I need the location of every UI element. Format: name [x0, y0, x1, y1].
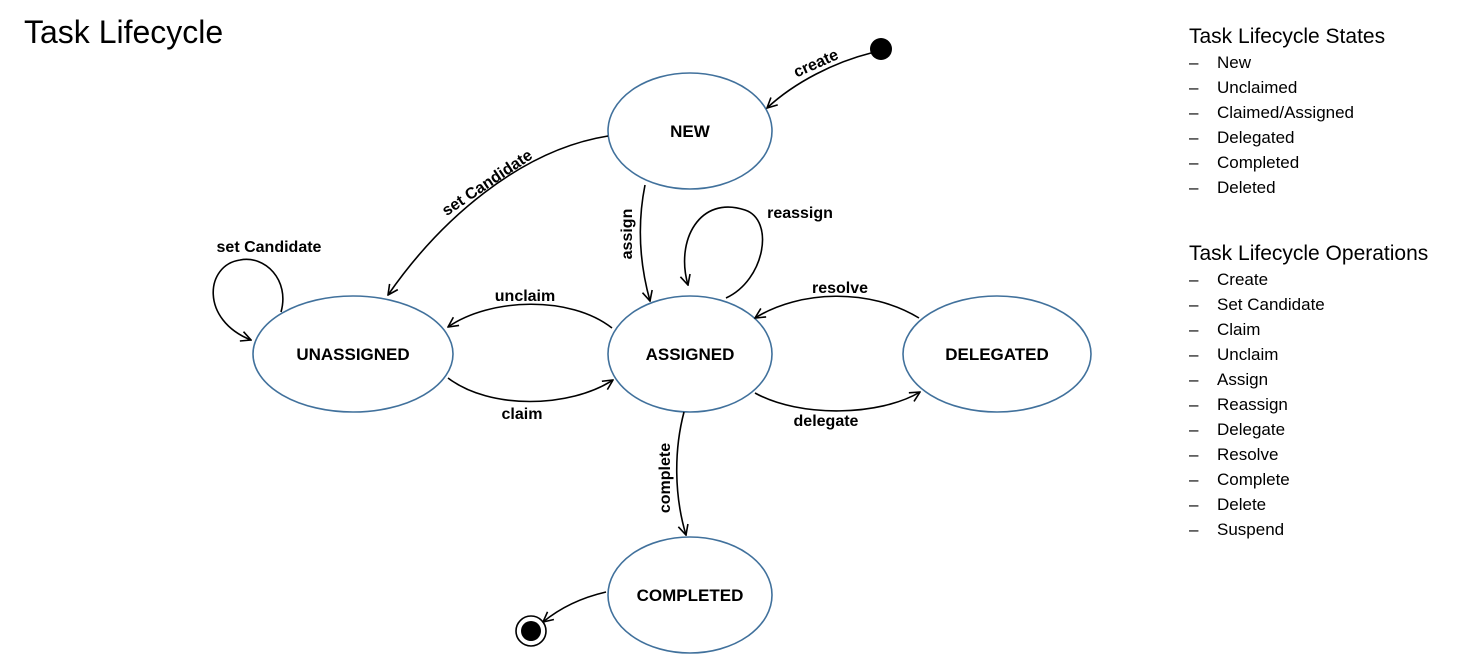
- start-node: [870, 38, 892, 60]
- list-item: Suspend: [1189, 517, 1428, 542]
- list-item: Assign: [1189, 367, 1428, 392]
- list-item: New: [1189, 50, 1385, 75]
- legend-states-heading: Task Lifecycle States: [1189, 25, 1386, 48]
- edge-reassign: [685, 206, 764, 299]
- state-delegated: DELEGATED: [902, 295, 1092, 413]
- edge-unclaim: [448, 303, 613, 329]
- list-item: Resolve: [1189, 442, 1428, 467]
- list-item: Claimed/Assigned: [1189, 100, 1385, 125]
- diagram-title: Task Lifecycle: [24, 14, 224, 50]
- list-item: Completed: [1189, 150, 1385, 175]
- edge-assign: [639, 184, 650, 301]
- edge-label-reassign: reassign: [767, 205, 833, 222]
- list-item: Reassign: [1189, 392, 1428, 417]
- edge-resolve: [755, 295, 920, 318]
- list-item: Complete: [1189, 467, 1428, 492]
- state-completed-label: COMPLETED: [637, 586, 744, 605]
- edge-label-create: create: [791, 46, 841, 81]
- state-unassigned-label: UNASSIGNED: [296, 345, 409, 364]
- list-item: Unclaimed: [1189, 75, 1385, 100]
- edge-set-candidate-new: [388, 135, 609, 295]
- state-new: NEW: [607, 72, 773, 190]
- list-item: Claim: [1189, 317, 1428, 342]
- legend-operations: Task Lifecycle Operations Create Set Can…: [1189, 241, 1428, 542]
- legend-states: Task Lifecycle States New Unclaimed Clai…: [1189, 24, 1385, 200]
- state-new-label: NEW: [670, 122, 711, 141]
- list-item: Unclaim: [1189, 342, 1428, 367]
- edge-label-complete: complete: [657, 443, 674, 513]
- list-item: Set Candidate: [1189, 292, 1428, 317]
- edge-label-delegate: delegate: [794, 413, 859, 430]
- state-completed: COMPLETED: [607, 536, 773, 654]
- list-item: Delete: [1189, 492, 1428, 517]
- legend-states-list: New Unclaimed Claimed/Assigned Delegated…: [1189, 50, 1385, 200]
- legend-operations-heading: Task Lifecycle Operations: [1189, 242, 1429, 265]
- list-item: Deleted: [1189, 175, 1385, 200]
- state-delegated-label: DELEGATED: [945, 345, 1049, 364]
- edge-set-candidate-self: [212, 258, 284, 340]
- end-node: [515, 615, 547, 647]
- edge-label-assign: assign: [619, 209, 636, 260]
- legend-operations-list: Create Set Candidate Claim Unclaim Assig…: [1189, 267, 1428, 542]
- edge-delegate: [754, 392, 920, 412]
- edge-complete: [675, 411, 686, 535]
- edge-label-set-candidate-new: set Candidate: [439, 147, 536, 220]
- state-unassigned: UNASSIGNED: [252, 295, 454, 413]
- state-assigned-label: ASSIGNED: [646, 345, 735, 364]
- edge-label-set-candidate-self: set Candidate: [217, 239, 322, 256]
- edge-create: [767, 52, 872, 108]
- list-item: Delegate: [1189, 417, 1428, 442]
- state-assigned: ASSIGNED: [607, 295, 773, 413]
- edge-label-unclaim: unclaim: [495, 288, 555, 305]
- list-item: Create: [1189, 267, 1428, 292]
- edge-label-claim: claim: [502, 406, 543, 423]
- edge-end: [543, 591, 607, 622]
- edge-label-resolve: resolve: [812, 280, 868, 297]
- list-item: Delegated: [1189, 125, 1385, 150]
- edge-claim: [447, 377, 613, 403]
